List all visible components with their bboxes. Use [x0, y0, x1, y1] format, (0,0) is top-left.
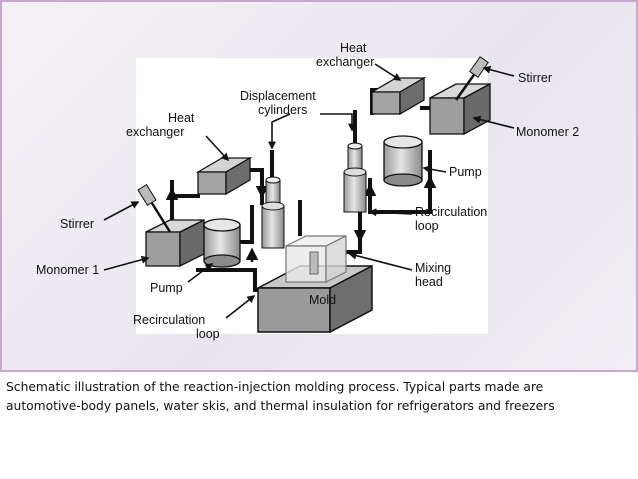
pump-left — [203, 218, 241, 268]
pump-right — [383, 135, 423, 187]
caption-line-1: Schematic illustration of the reaction-i… — [6, 380, 544, 394]
figure-caption: Schematic illustration of the reaction-i… — [6, 378, 632, 416]
label-monomer-1: Monomer 1 — [36, 263, 99, 277]
label-pump-left: Pump — [150, 281, 183, 295]
flow-arrows — [165, 175, 437, 262]
stirrer-left — [137, 184, 172, 233]
leader-lines — [103, 63, 515, 319]
label-recirculation-left-2: loop — [196, 327, 220, 341]
label-monomer-2: Monomer 2 — [516, 125, 579, 139]
label-heat-exchanger-right-2: exchanger — [316, 55, 374, 69]
heat-exchanger-right — [369, 76, 427, 116]
label-mixing-head-2: head — [415, 275, 443, 289]
monomer-1-tank — [145, 218, 205, 268]
label-recirculation-left-1: Recirculation — [133, 313, 205, 327]
label-mixing-head-1: Mixing — [415, 261, 451, 275]
heat-exchanger-left — [195, 156, 253, 196]
rim-process-diagram: Heat exchanger Stirrer Monomer 2 Pump Re… — [36, 41, 579, 341]
label-heat-exchanger-right-1: Heat — [340, 41, 367, 55]
monomer-2-tank — [429, 82, 491, 136]
label-mold: Mold — [309, 293, 336, 307]
label-stirrer-right: Stirrer — [518, 71, 552, 85]
displacement-cylinder-left — [261, 176, 285, 249]
label-recirculation-right-2: loop — [415, 219, 439, 233]
label-displacement-1: Displacement — [240, 89, 316, 103]
label-pump-right: Pump — [449, 165, 482, 179]
label-recirculation-right-1: Recirculation — [415, 205, 487, 219]
label-heat-exchanger-left-1: Heat — [168, 111, 195, 125]
caption-line-2: automotive-body panels, water skis, and … — [6, 399, 555, 413]
stirrer-right — [454, 56, 489, 101]
displacement-cylinder-right — [343, 142, 367, 213]
label-heat-exchanger-left-2: exchanger — [126, 125, 184, 139]
mixing-head — [285, 235, 347, 283]
label-displacement-2: cylinders — [258, 103, 307, 117]
label-stirrer-left: Stirrer — [60, 217, 94, 231]
